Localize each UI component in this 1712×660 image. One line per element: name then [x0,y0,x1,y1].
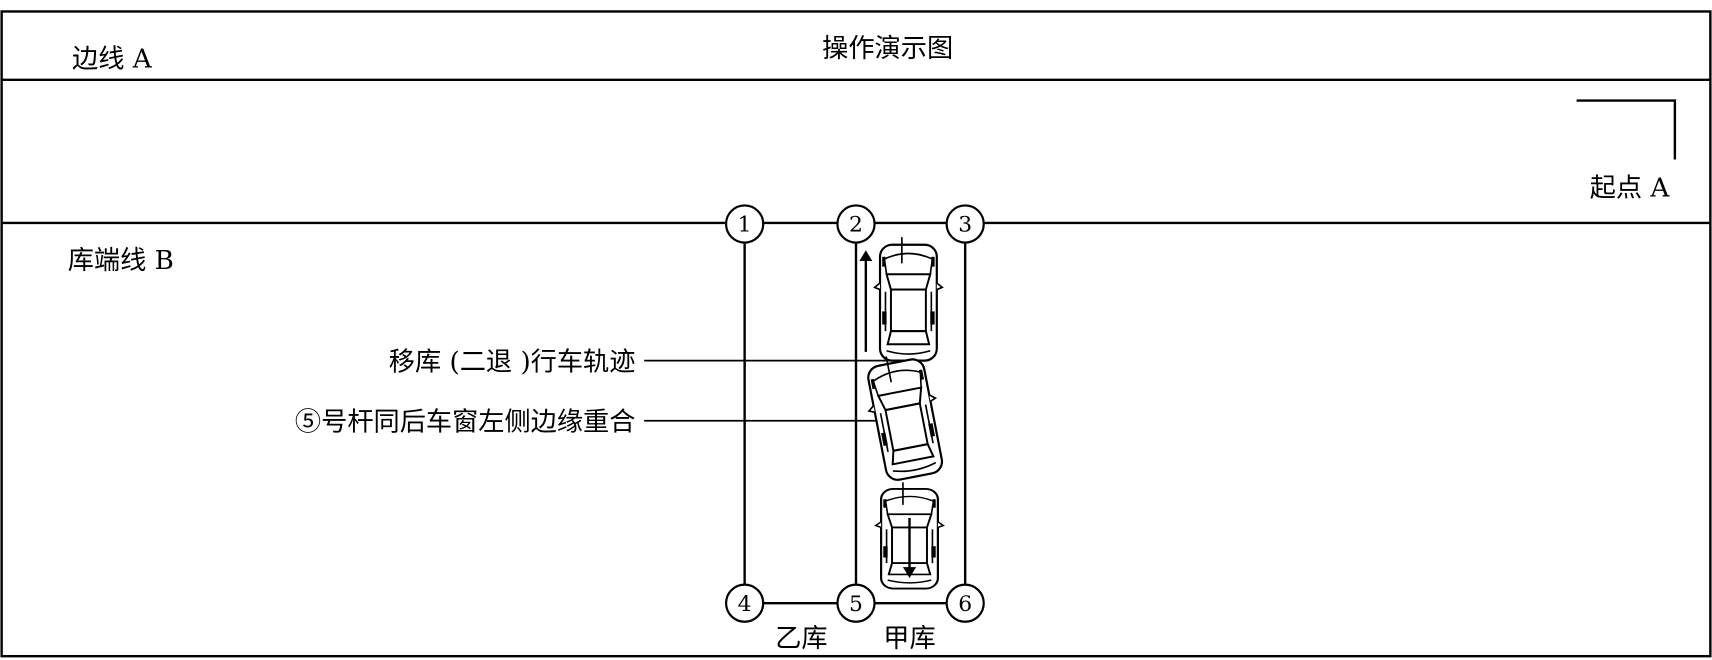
pole-1: 1 [724,204,765,244]
garage-jia-label: 甲库 [883,624,935,654]
side-line-label: 边线 A [72,45,153,75]
pole-2: 2 [836,204,876,244]
trajectory-callout-label: 移库 (二退 )行车轨迹 [389,347,636,377]
pole-6-number: 6 [958,592,972,617]
pole-3-number: 3 [958,213,972,238]
alignment-callout-label: ⑤号杆同后车窗左侧边缘重合 [295,408,636,438]
pole-6: 6 [945,583,985,623]
pole-2-number: 2 [849,213,863,238]
pole-4-number: 4 [738,592,752,617]
pole-5-number: 5 [849,592,863,617]
garage-end-line-label: 库端线 B [68,246,174,276]
outer-frame [0,10,1712,658]
pole-5: 5 [836,583,876,623]
diagram-title: 操作演示图 [822,34,953,64]
garage-yi-label: 乙库 [775,624,827,654]
pole-1-number: 1 [738,213,752,238]
car-top [873,236,944,362]
start-point-marker [1576,99,1677,160]
car-tilted [858,347,951,485]
pole-3: 3 [945,204,985,244]
pole-4: 4 [724,583,765,623]
start-point-label: 起点 A [1590,174,1671,204]
